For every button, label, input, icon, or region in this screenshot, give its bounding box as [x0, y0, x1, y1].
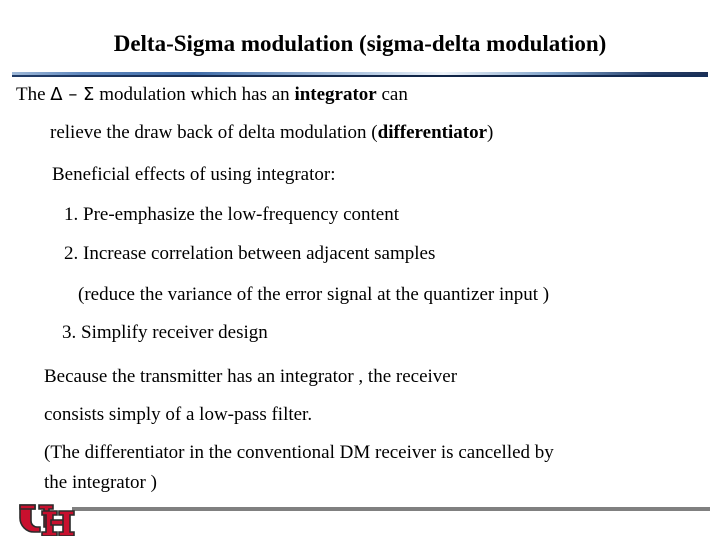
body-line-2-text-a: relieve the draw back of delta modulatio… [50, 122, 378, 143]
uh-logo-icon [19, 504, 75, 536]
university-of-houston-logo-icon [18, 502, 76, 536]
title-block: Delta-Sigma modulation (sigma-delta modu… [0, 30, 720, 58]
title-divider [12, 72, 708, 78]
body-line-lowpass-filter: consists simply of a low-pass filter. [44, 404, 313, 425]
body-line-because-transmitter: Because the transmitter has an integrato… [44, 366, 458, 387]
body-line-benefit-1: 1. Pre-emphasize the low-frequency conte… [64, 204, 400, 225]
title-divider-bottom [12, 75, 708, 77]
body-line-benefit-2-note: (reduce the variance of the error signal… [78, 284, 550, 305]
body-line-2: relieve the draw back of delta modulatio… [50, 122, 493, 144]
body-line-beneficial-effects-heading: Beneficial effects of using integrator: [52, 164, 336, 185]
body-line-1-text-c: can [376, 84, 408, 105]
page-title: Delta-Sigma modulation (sigma-delta modu… [113, 31, 607, 56]
body-line-2-text-b: ) [487, 122, 494, 143]
footer-divider [72, 507, 710, 511]
title-divider-top [12, 72, 708, 75]
body-line-benefit-2: 2. Increase correlation between adjacent… [64, 243, 436, 264]
body-line-parenthetical-1: (The differentiator in the conventional … [44, 442, 554, 463]
body-line-benefit-3: 3. Simplify receiver design [62, 322, 268, 343]
body-line-2-emphasis-differentiator: differentiator [377, 122, 488, 143]
body-line-1-text-b: modulation which has an [94, 84, 295, 105]
body-line-1: The Δ – Σ modulation which has an integr… [16, 84, 408, 106]
body-line-1-text-a: The [16, 84, 51, 105]
body-line-parenthetical-2: the integrator ) [44, 472, 157, 493]
body-line-1-emphasis-integrator: integrator [294, 84, 377, 105]
delta-sigma-symbol: Δ – Σ [50, 84, 95, 105]
